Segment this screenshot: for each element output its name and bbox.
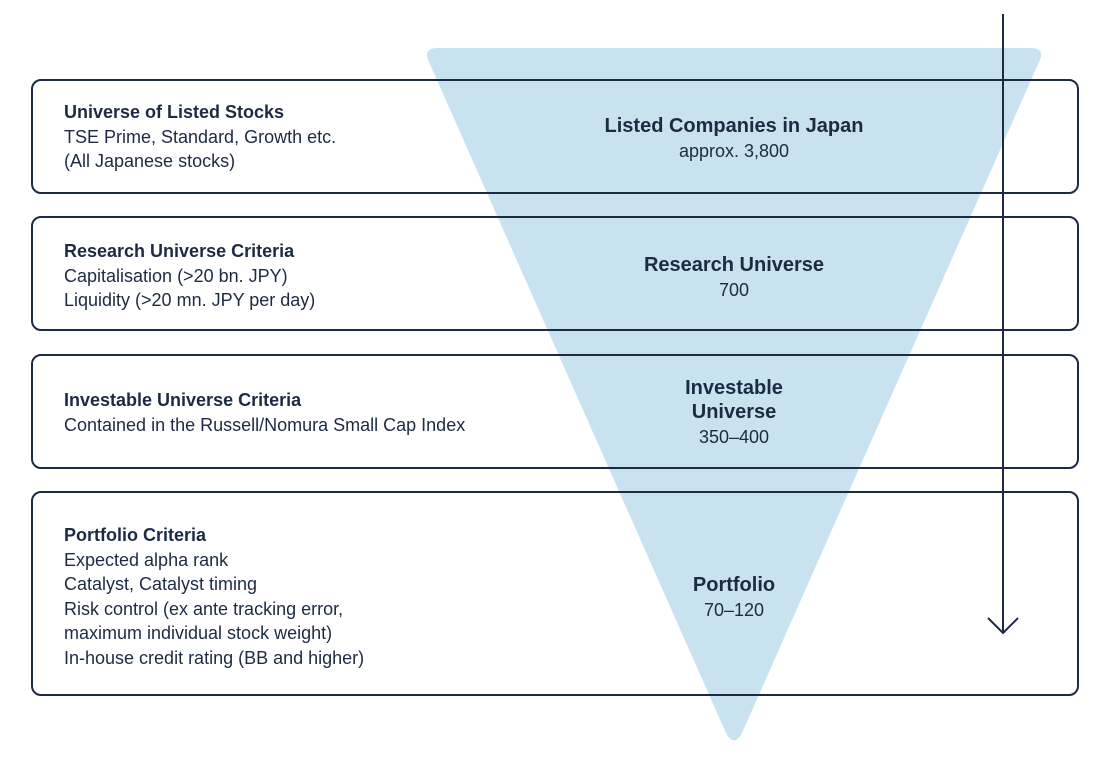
stage-count: 350–400 <box>698 427 770 447</box>
criteria-line: Catalyst, Catalyst timing <box>64 574 258 594</box>
criteria-investable: Investable Universe Criteria Contained i… <box>64 388 465 437</box>
funnel-triangle <box>426 48 1042 741</box>
criteria-line: maximum individual stock weight) <box>64 623 333 643</box>
row-box-listed <box>31 79 1079 194</box>
stage-label-listed: Listed Companies in Japan approx. 3,800 <box>534 114 934 164</box>
stage-name: Research Universe <box>643 254 825 276</box>
criteria-portfolio: Portfolio Criteria Expected alpha rank C… <box>64 523 364 670</box>
criteria-line: Liquidity (>20 mn. JPY per day) <box>64 290 316 310</box>
stage-name: Portfolio <box>692 574 776 596</box>
stage-count: approx. 3,800 <box>678 141 790 161</box>
criteria-title: Investable Universe Criteria <box>64 390 302 410</box>
criteria-title: Universe of Listed Stocks <box>64 102 285 122</box>
criteria-research: Research Universe Criteria Capitalisatio… <box>64 239 315 313</box>
criteria-line: Expected alpha rank <box>64 549 229 570</box>
stage-name: Listed Companies in Japan <box>604 115 864 137</box>
stage-name: Investable Universe <box>685 377 783 423</box>
criteria-line: Capitalisation (>20 bn. JPY) <box>64 265 288 286</box>
stage-count: 70–120 <box>703 600 765 620</box>
stage-label-research: Research Universe 700 <box>534 253 934 303</box>
criteria-line: Risk control (ex ante tracking error, <box>64 598 344 619</box>
criteria-title: Portfolio Criteria <box>64 525 207 545</box>
criteria-title: Research Universe Criteria <box>64 241 295 261</box>
criteria-line: In-house credit rating (BB and higher) <box>64 647 365 668</box>
stage-label-investable: Investable Universe 350–400 <box>534 376 934 450</box>
row-box-investable <box>31 354 1079 469</box>
down-arrow-icon <box>987 14 1019 635</box>
stage-count: 700 <box>718 280 750 300</box>
row-box-research <box>31 216 1079 331</box>
criteria-line: TSE Prime, Standard, Growth etc. <box>64 126 337 147</box>
criteria-line: (All Japanese stocks) <box>64 151 236 171</box>
criteria-line: Contained in the Russell/Nomura Small Ca… <box>64 414 466 435</box>
criteria-listed: Universe of Listed Stocks TSE Prime, Sta… <box>64 100 336 174</box>
flow-arrow-head <box>987 617 1019 635</box>
row-box-portfolio <box>31 491 1079 696</box>
stage-label-portfolio: Portfolio 70–120 <box>534 573 934 623</box>
